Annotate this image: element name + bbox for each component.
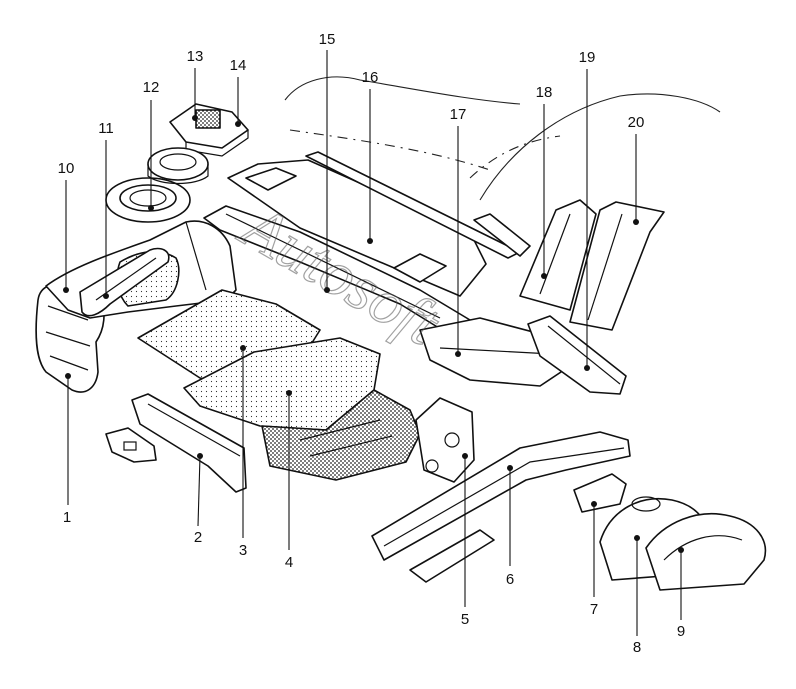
callout-number-8: 8 <box>633 639 641 656</box>
callout-19: 19 <box>579 49 596 371</box>
part-6-side-member <box>371 431 631 583</box>
leader-dot-3 <box>240 345 246 351</box>
callout-11: 11 <box>98 120 114 299</box>
callout-17: 17 <box>450 106 467 357</box>
callout-number-10: 10 <box>58 160 75 177</box>
callout-number-12: 12 <box>143 79 160 96</box>
leader-dot-5 <box>462 453 468 459</box>
callout-10: 10 <box>58 160 75 293</box>
leader-dot-20 <box>633 219 639 225</box>
callout-9: 9 <box>677 547 685 640</box>
part-7-bracket <box>573 473 627 513</box>
callout-1: 1 <box>63 373 71 526</box>
callout-number-3: 3 <box>239 542 247 559</box>
part-5-bracket <box>415 397 475 483</box>
leader-dot-11 <box>103 293 109 299</box>
callout-number-17: 17 <box>450 106 467 123</box>
leader-dot-8 <box>634 535 640 541</box>
leader-dot-9 <box>678 547 684 553</box>
callout-number-7: 7 <box>590 601 598 618</box>
body-outline <box>284 76 721 201</box>
small-bracket <box>105 427 157 463</box>
callout-8: 8 <box>633 535 641 656</box>
leader-dot-17 <box>455 351 461 357</box>
callout-20: 20 <box>628 114 645 225</box>
callout-number-16: 16 <box>362 69 379 86</box>
callout-number-9: 9 <box>677 623 685 640</box>
callout-number-11: 11 <box>98 120 114 137</box>
callout-2: 2 <box>194 453 203 546</box>
callout-4: 4 <box>285 390 293 571</box>
leader-dot-19 <box>584 365 590 371</box>
callout-number-14: 14 <box>230 57 247 74</box>
callout-12: 12 <box>143 79 160 211</box>
leader-dot-10 <box>63 287 69 293</box>
callout-14: 14 <box>230 57 247 127</box>
callout-number-19: 19 <box>579 49 596 66</box>
callout-number-6: 6 <box>506 571 514 588</box>
part-9-wheel-housing-outer <box>645 512 767 591</box>
callout-15: 15 <box>319 31 336 293</box>
leader-dot-13 <box>192 115 198 121</box>
leader-dot-14 <box>235 121 241 127</box>
part-13-top-mount <box>169 103 249 157</box>
leader-dot-12 <box>148 205 154 211</box>
callout-5: 5 <box>461 453 469 628</box>
callout-18: 18 <box>536 84 553 279</box>
callout-number-15: 15 <box>319 31 336 48</box>
callout-number-18: 18 <box>536 84 553 101</box>
callout-number-2: 2 <box>194 529 202 546</box>
part-18-right-pillar <box>473 199 597 311</box>
callout-number-5: 5 <box>461 611 469 628</box>
part-16-cowl-panel <box>227 151 521 297</box>
callout-number-20: 20 <box>628 114 645 131</box>
leader-dot-4 <box>286 390 292 396</box>
part-19-side-rail <box>527 315 627 395</box>
callout-3: 3 <box>239 345 247 559</box>
leader-dot-2 <box>197 453 203 459</box>
part-12-spring-seat <box>105 177 191 223</box>
callout-7: 7 <box>590 501 598 618</box>
callout-number-4: 4 <box>285 554 293 571</box>
leader-dot-15 <box>324 287 330 293</box>
callout-number-1: 1 <box>63 509 71 526</box>
leader-dot-18 <box>541 273 547 279</box>
part-14-mount-plate <box>147 147 209 185</box>
leader-dot-1 <box>65 373 71 379</box>
part-20-rear-pillar <box>569 201 665 331</box>
callout-6: 6 <box>506 465 514 588</box>
leader-dot-7 <box>591 501 597 507</box>
callout-13: 13 <box>187 48 204 121</box>
callout-16: 16 <box>362 69 379 244</box>
part-2-front-crossmember <box>131 393 247 493</box>
leader-line-2 <box>197 455 201 527</box>
leader-dot-16 <box>367 238 373 244</box>
callout-number-13: 13 <box>187 48 204 65</box>
leader-dot-6 <box>507 465 513 471</box>
